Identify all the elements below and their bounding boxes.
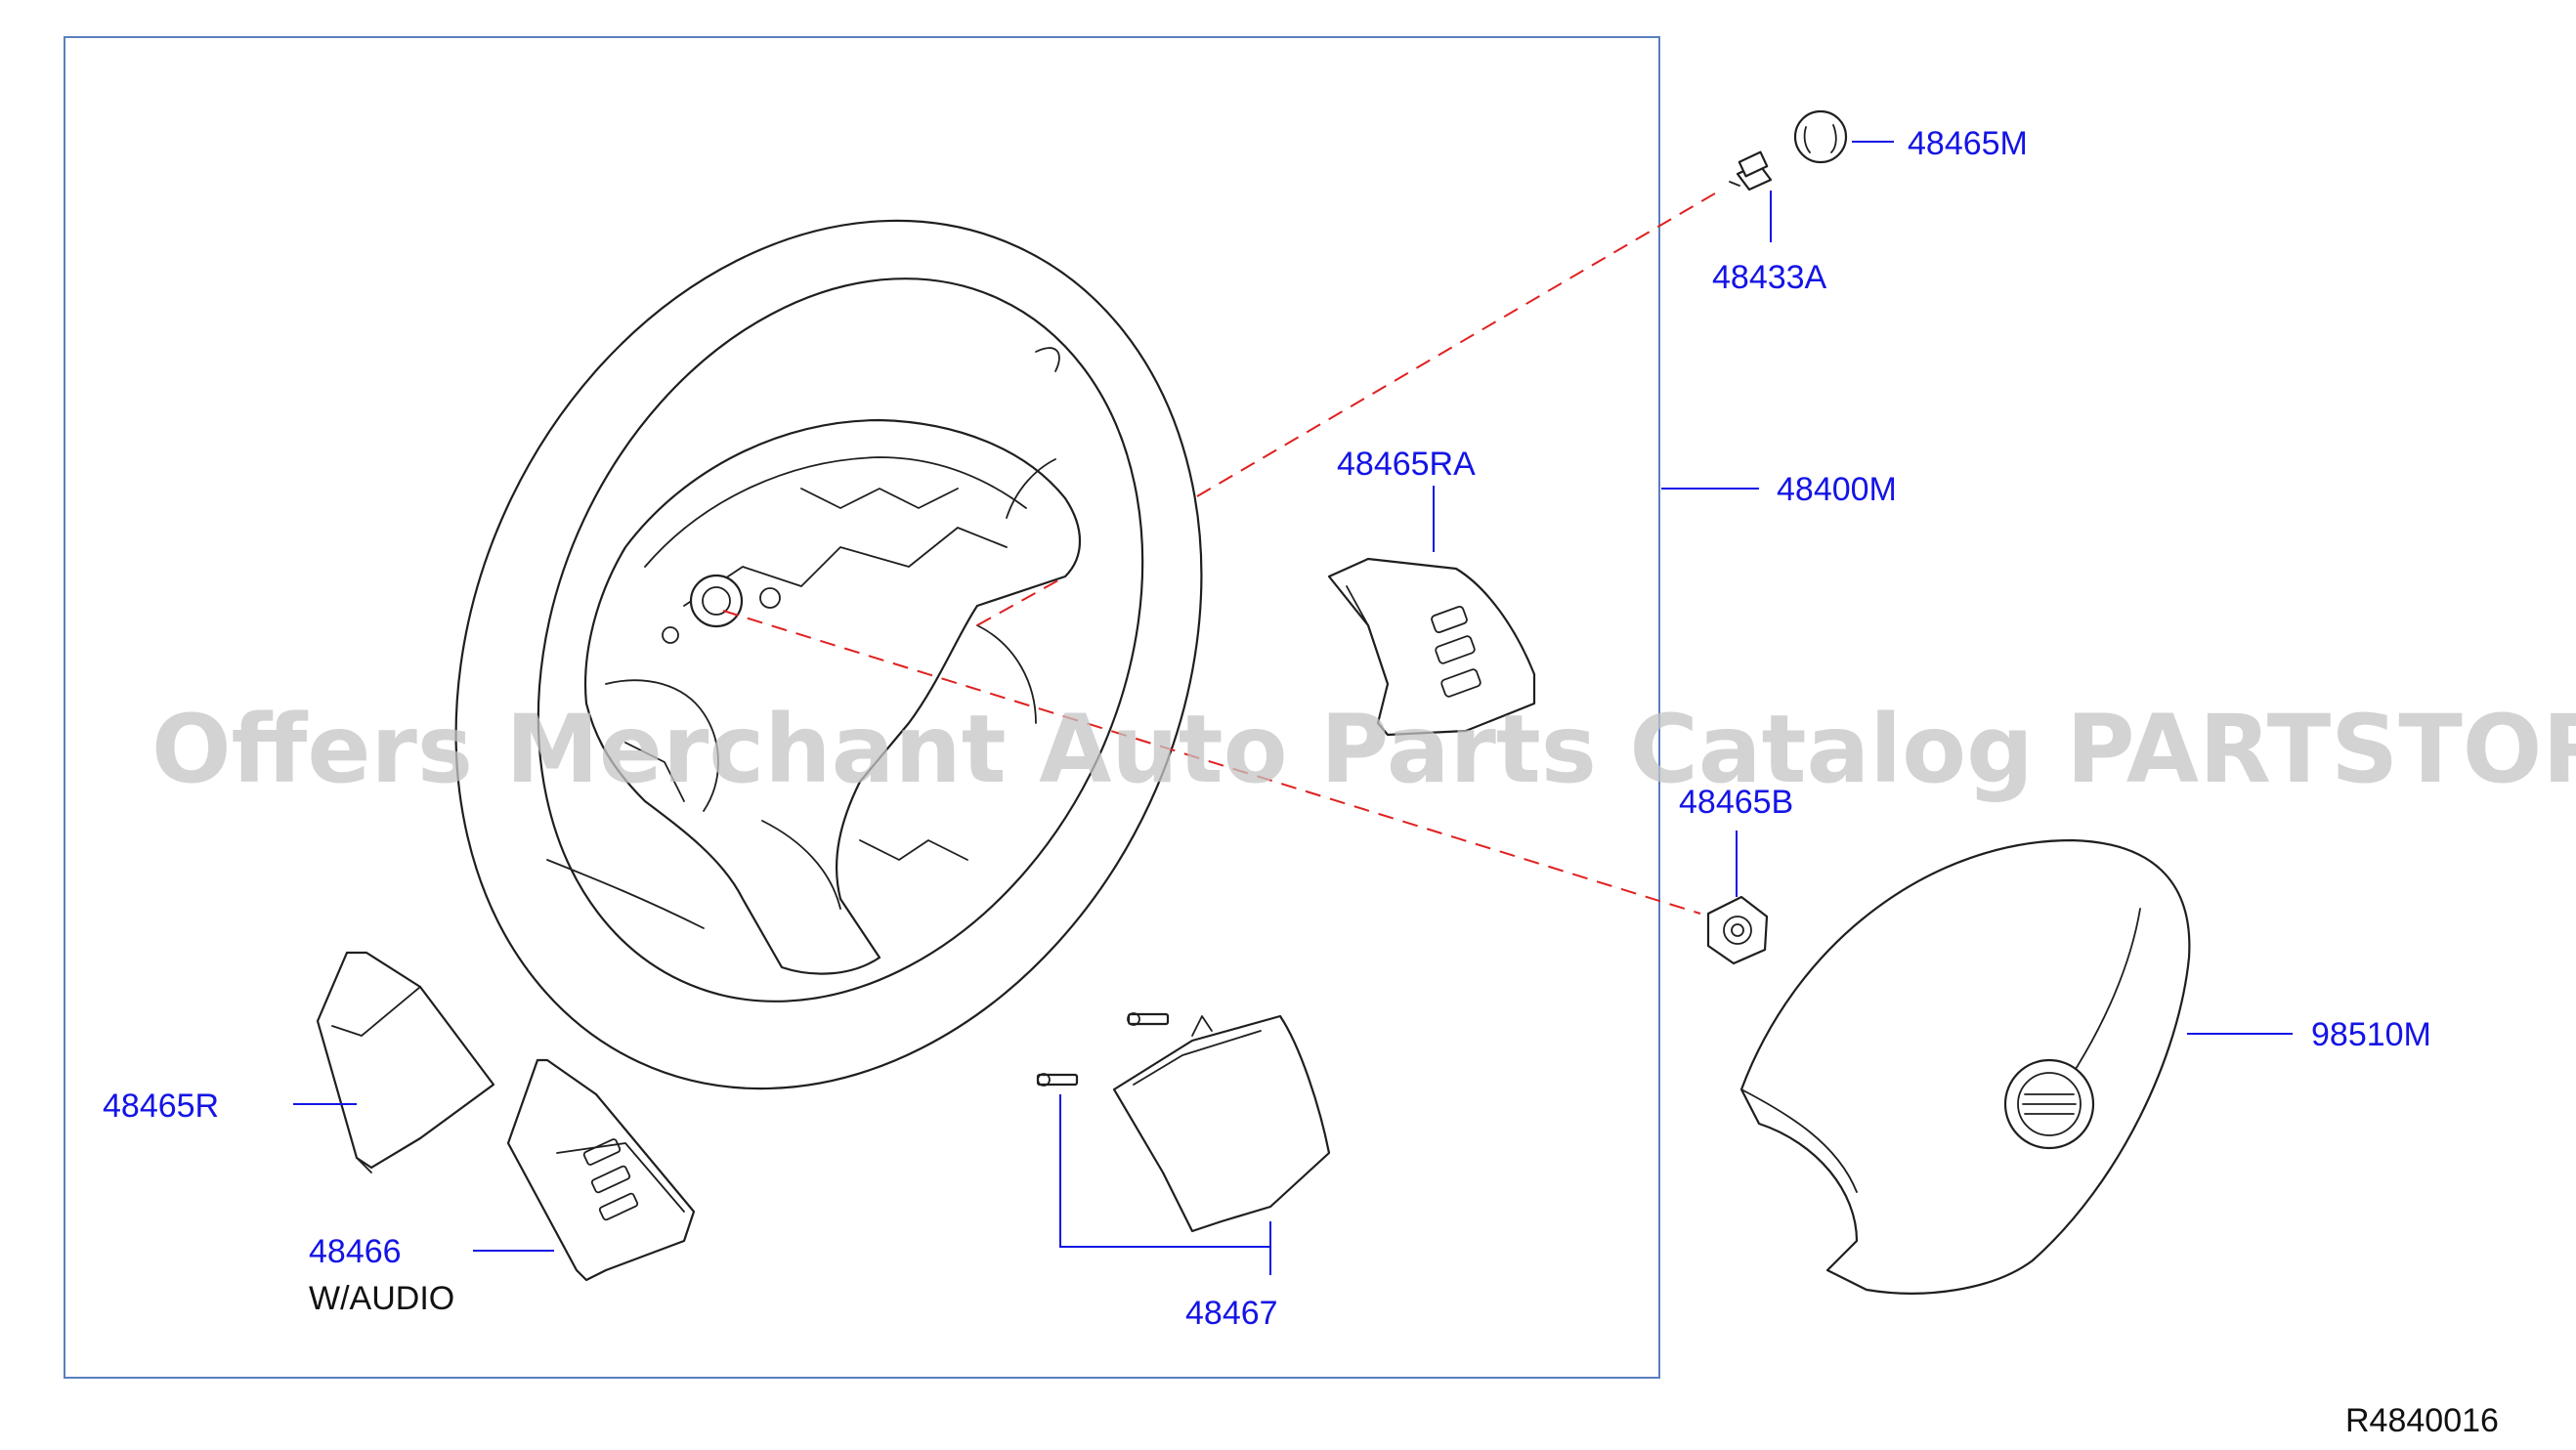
callout-48465ra: 48465RA [1337, 446, 1476, 483]
hidden-line-inner [976, 576, 1066, 626]
steering-wheel-drawing [454, 219, 1203, 1090]
callout-48466: 48466 [309, 1233, 402, 1270]
callout-48465b: 48465B [1679, 784, 1793, 821]
drawing-code: R4840016 [2345, 1402, 2499, 1439]
cap-48465m-drawing [1793, 109, 1848, 164]
nut-48465b-drawing [1706, 895, 1769, 965]
switch-48466-drawing [506, 1058, 696, 1282]
assembly-frame [64, 36, 1660, 1379]
callout-48467: 48467 [1185, 1295, 1278, 1332]
watermark-text: Offers Merchant Auto Parts Catalog PARTS… [151, 695, 2576, 804]
hidden-line-hub [722, 610, 1701, 915]
switch-48465ra-drawing [1327, 557, 1536, 737]
note-w-audio: W/AUDIO [309, 1280, 454, 1317]
bolt-48433a-drawing [1729, 150, 1773, 192]
callout-48465m: 48465M [1908, 125, 2028, 162]
callout-48433a: 48433A [1712, 259, 1827, 296]
airbag-98510m-drawing [1739, 838, 2191, 1295]
callout-48400m: 48400M [1777, 471, 1897, 508]
cover-48465r-drawing [316, 951, 495, 1173]
finisher-48467-drawing [1036, 1012, 1331, 1233]
callout-98510m: 98510M [2311, 1016, 2431, 1053]
leader-48467 [1059, 1094, 1270, 1248]
callout-48465r: 48465R [103, 1088, 219, 1125]
